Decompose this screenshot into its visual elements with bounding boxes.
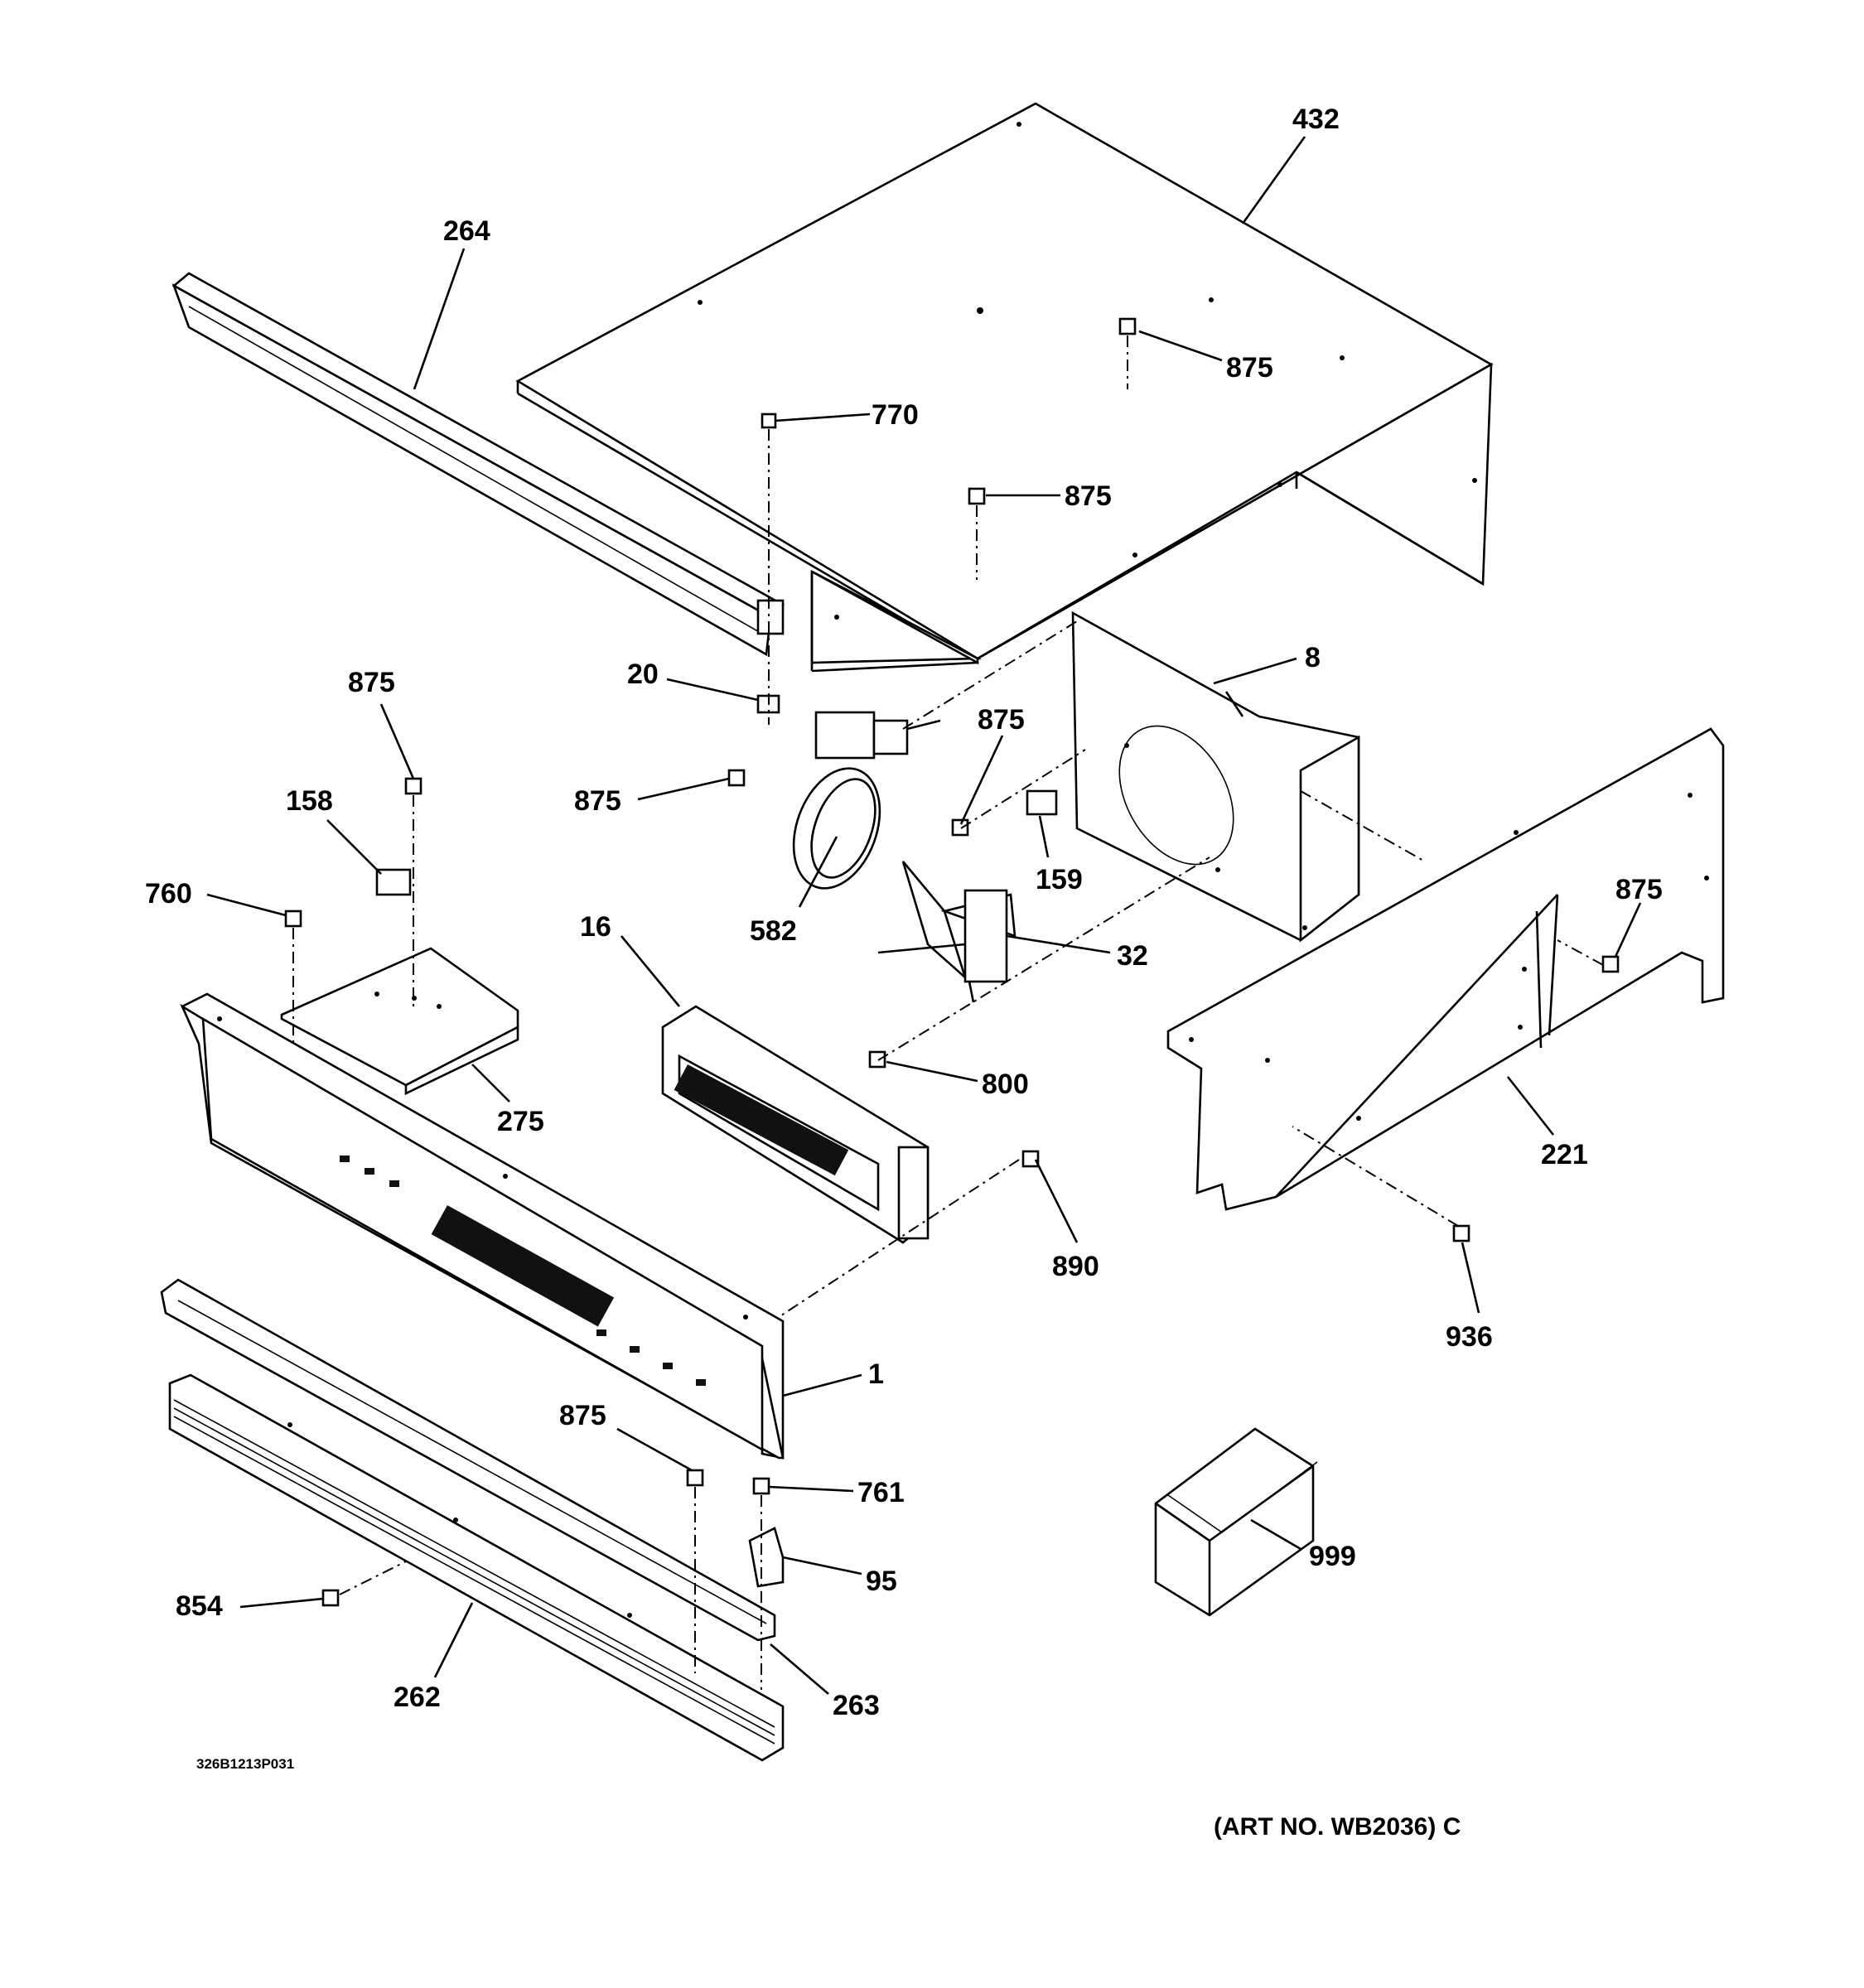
callout-158: 158 <box>286 785 333 817</box>
motor-582 <box>792 711 941 890</box>
support-221 <box>1166 727 1725 1211</box>
callout-770: 770 <box>872 399 919 431</box>
screw-761 <box>752 1477 770 1495</box>
callout-761: 761 <box>857 1477 905 1508</box>
callout-32: 32 <box>1117 940 1148 972</box>
callout-875-158: 875 <box>348 667 395 698</box>
screw-875-top <box>1118 317 1137 335</box>
callout-264: 264 <box>443 215 490 247</box>
drawing-number: 326B1213P031 <box>196 1756 294 1772</box>
trim-263 <box>160 1278 776 1642</box>
screw-760 <box>284 910 302 928</box>
control-board-16 <box>661 1005 930 1244</box>
callout-875-support: 875 <box>1615 874 1663 905</box>
screws <box>284 317 1620 1607</box>
callout-432: 432 <box>1292 104 1340 135</box>
callout-263: 263 <box>833 1690 880 1721</box>
leader-lines <box>206 136 1642 1695</box>
bracket-95 <box>748 1527 785 1588</box>
screw-770 <box>761 413 777 429</box>
top-cover-432 <box>515 102 1494 673</box>
callout-582: 582 <box>750 915 797 947</box>
screw-936 <box>1452 1224 1470 1242</box>
art-number: (ART NO. WB2036) C <box>1214 1813 1461 1841</box>
callout-1: 1 <box>868 1358 884 1390</box>
screw-875-support <box>1601 955 1620 973</box>
callout-999: 999 <box>1309 1541 1356 1572</box>
bracket-159 <box>1026 789 1058 816</box>
screw-875-bracket <box>951 818 969 837</box>
callout-16: 16 <box>580 911 611 943</box>
callout-labels: 432 264 875 770 875 20 8 875 875 875 158… <box>145 104 1663 1841</box>
callout-875-top: 875 <box>1226 352 1273 384</box>
callout-936: 936 <box>1446 1321 1493 1353</box>
callout-800: 800 <box>982 1069 1029 1100</box>
rail-264 <box>171 272 785 657</box>
fan-shroud-8 <box>1071 610 1360 943</box>
callout-875-bracket: 875 <box>978 704 1025 736</box>
callout-890: 890 <box>1052 1251 1099 1282</box>
mounting-bracket-275 <box>280 947 519 1096</box>
bracket-158 <box>375 868 412 896</box>
fan-32 <box>877 861 1017 1003</box>
callout-875-trim: 875 <box>559 1400 606 1431</box>
callout-262: 262 <box>394 1682 441 1713</box>
callout-221: 221 <box>1541 1139 1588 1170</box>
screw-875-motor <box>727 769 746 787</box>
callout-760: 760 <box>145 878 192 910</box>
callout-275: 275 <box>497 1106 544 1137</box>
control-panel-1 <box>180 992 785 1460</box>
vent-trim-262 <box>168 1373 785 1762</box>
callout-8: 8 <box>1305 642 1321 673</box>
callout-95: 95 <box>866 1566 897 1597</box>
assembly-lines <box>292 335 1604 1690</box>
screw-875-158 <box>404 777 423 795</box>
screw-890 <box>1021 1150 1040 1168</box>
callout-20: 20 <box>627 659 659 690</box>
screw-854 <box>321 1589 340 1607</box>
callout-875-cover: 875 <box>1065 480 1112 512</box>
callout-875-motor: 875 <box>574 785 621 817</box>
callout-854: 854 <box>176 1590 223 1622</box>
carton-999 <box>1154 1427 1318 1617</box>
screw-875-trim <box>686 1469 704 1487</box>
screw-875-cover <box>968 487 986 505</box>
callout-159: 159 <box>1036 864 1083 895</box>
screw-800 <box>868 1050 886 1069</box>
